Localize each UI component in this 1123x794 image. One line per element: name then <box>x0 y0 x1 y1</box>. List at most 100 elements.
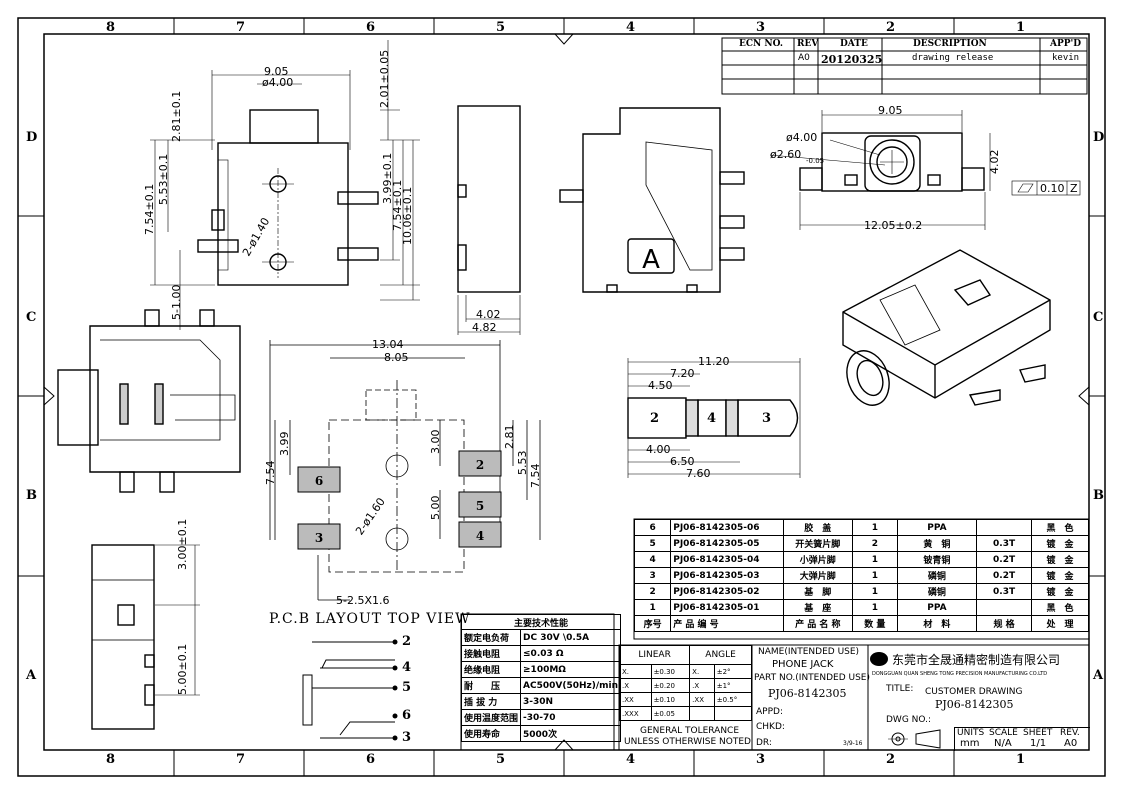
tb-appd: APPD: <box>756 707 783 717</box>
dim-plug-760: 7.60 <box>686 467 711 480</box>
bom-cell: 开关簧片脚 <box>782 535 853 552</box>
tol-row: .XX±0.10.XX±0.5° <box>619 692 753 707</box>
bom-cell: 3 <box>633 567 672 584</box>
rev-h-desc: DESCRIPTION <box>913 39 987 49</box>
bom-cell: 镀 金 <box>1031 567 1089 584</box>
tb-part: PJ06-8142305 <box>768 687 847 700</box>
pcb-pad-6: 6 <box>297 466 341 493</box>
tol-row: .XXX±0.05 <box>619 706 753 721</box>
plug-label-4: 4 <box>707 411 717 426</box>
schematic-pin-2: 2 <box>402 634 412 649</box>
tol-cell: X. <box>619 664 652 679</box>
svg-text:6: 6 <box>315 474 323 488</box>
tb-title-part: PJ06-8142305 <box>935 698 1014 711</box>
spec-value: ≤0.03 Ω <box>520 645 622 662</box>
rev-appd: kevin <box>1052 53 1080 63</box>
bom-cell: PJ06-8142305-04 <box>670 551 784 568</box>
svg-text:5: 5 <box>476 499 484 513</box>
pcb-layout-title: P.C.B LAYOUT TOP VIEW <box>269 611 471 627</box>
tb-rev-label: REV. <box>1060 728 1080 738</box>
zone-col-1-bottom: 1 <box>1016 752 1026 767</box>
bom-cell: 胶 盖 <box>782 519 853 536</box>
zone-row-A-right: A <box>1093 668 1104 683</box>
tol-cell: .XX <box>619 692 652 707</box>
plug-label-2: 2 <box>650 411 660 426</box>
dim-pcb-553: 5.53 <box>516 450 529 476</box>
tol-angle: ANGLE <box>689 645 752 665</box>
svg-text:4: 4 <box>476 529 484 543</box>
dim-top-553: 5.53±0.1 <box>157 153 170 205</box>
bom-cell: 0.3T <box>975 583 1033 600</box>
dim-pcb-pads: 5-2.5X1.6 <box>336 594 390 607</box>
zone-col-1-top: 1 <box>1016 20 1026 35</box>
bom-cell: 材 料 <box>896 615 978 632</box>
tb-name-label: NAME(INTENDED USE) <box>758 647 860 657</box>
units-grid <box>954 727 1090 751</box>
spec-value: AC500V(50Hz)/min <box>520 677 622 694</box>
dim-top-width: 9.05 <box>264 65 289 78</box>
dim-pcb-500: 5.00 <box>429 495 442 521</box>
zone-col-8-bottom: 8 <box>106 752 116 767</box>
bom-cell: 镀 金 <box>1031 535 1089 552</box>
bom-cell: 产 品 名 称 <box>782 615 853 632</box>
pcb-pad-5: 5 <box>458 491 502 518</box>
dim-r-1205: 12.05±0.2 <box>864 219 923 232</box>
bom-cell <box>975 599 1033 616</box>
bom-cell: PPA <box>896 519 978 536</box>
bom-cell: 0.2T <box>975 551 1033 568</box>
zone-col-6-bottom: 6 <box>366 752 376 767</box>
dim-r-905: 9.05 <box>878 104 903 117</box>
dim-plug-1120: 11.20 <box>698 355 730 368</box>
tb-title: CUSTOMER DRAWING <box>925 687 1023 697</box>
zone-row-C-right: C <box>1093 310 1104 325</box>
tol-cell: .X <box>619 678 652 693</box>
tb-dr: DR: <box>756 738 772 748</box>
bom-cell: 镀 金 <box>1031 551 1089 568</box>
dim-pcb-281: 2.81 <box>503 424 516 450</box>
bom-cell: 规 格 <box>975 615 1033 632</box>
tol-cell: .X <box>689 678 715 693</box>
zone-col-5-bottom: 5 <box>496 752 506 767</box>
schematic-pin-5: 5 <box>402 680 412 695</box>
dim-top-pitch: 5-1.00 <box>170 284 183 320</box>
tb-chkd: CHKD: <box>756 722 785 732</box>
dim-top-1006: 10.06±0.1 <box>401 186 414 245</box>
dim-plug-400: 4.00 <box>646 443 671 456</box>
bom-header-row: 序号产 品 编 号产 品 名 称数 量材 料规 格处 理 <box>633 615 1089 632</box>
tol-cell: ±2° <box>713 664 753 679</box>
rev-date: 20120325 <box>821 53 883 66</box>
bom-cell: 产 品 编 号 <box>670 615 784 632</box>
bom-cell: PJ06-8142305-02 <box>670 583 784 600</box>
bom-cell: PJ06-8142305-06 <box>670 519 784 536</box>
dim-pcb-754b: 7.54 <box>529 463 542 489</box>
dim-side-500: 5.00±0.1 <box>176 643 189 695</box>
tol-cell: ±0.20 <box>650 678 691 693</box>
tol-cell: ±0.30 <box>650 664 691 679</box>
bom-cell: 4 <box>633 551 672 568</box>
bom-cell: 2 <box>851 535 898 552</box>
tb-name: PHONE JACK <box>772 659 834 670</box>
bom-cell: 磷铜 <box>896 583 978 600</box>
zone-col-3-top: 3 <box>756 20 766 35</box>
tol-cell: ±0.5° <box>713 692 753 707</box>
spec-value: DC 30V \0.5A <box>520 629 622 646</box>
spec-label: 耐 压 <box>460 677 522 694</box>
spec-label: 使用寿命 <box>460 725 522 742</box>
view-a-label: A <box>642 245 660 275</box>
dim-plug-650: 6.50 <box>670 455 695 468</box>
schematic-pin-3: 3 <box>402 730 412 745</box>
spec-value: ≥100MΩ <box>520 661 622 678</box>
tol-cell <box>689 706 715 721</box>
zone-row-D-left: D <box>26 130 38 145</box>
rev-h-ecn: ECN NO. <box>739 39 784 49</box>
bom-cell: 铍青铜 <box>896 551 978 568</box>
tb-sheet: 1/1 <box>1030 738 1047 749</box>
rev-h-date: DATE <box>840 39 868 49</box>
tol-cell <box>713 706 753 721</box>
bom-cell: 1 <box>851 551 898 568</box>
spec-row: 绝缘电阻≥100MΩ <box>460 661 622 678</box>
